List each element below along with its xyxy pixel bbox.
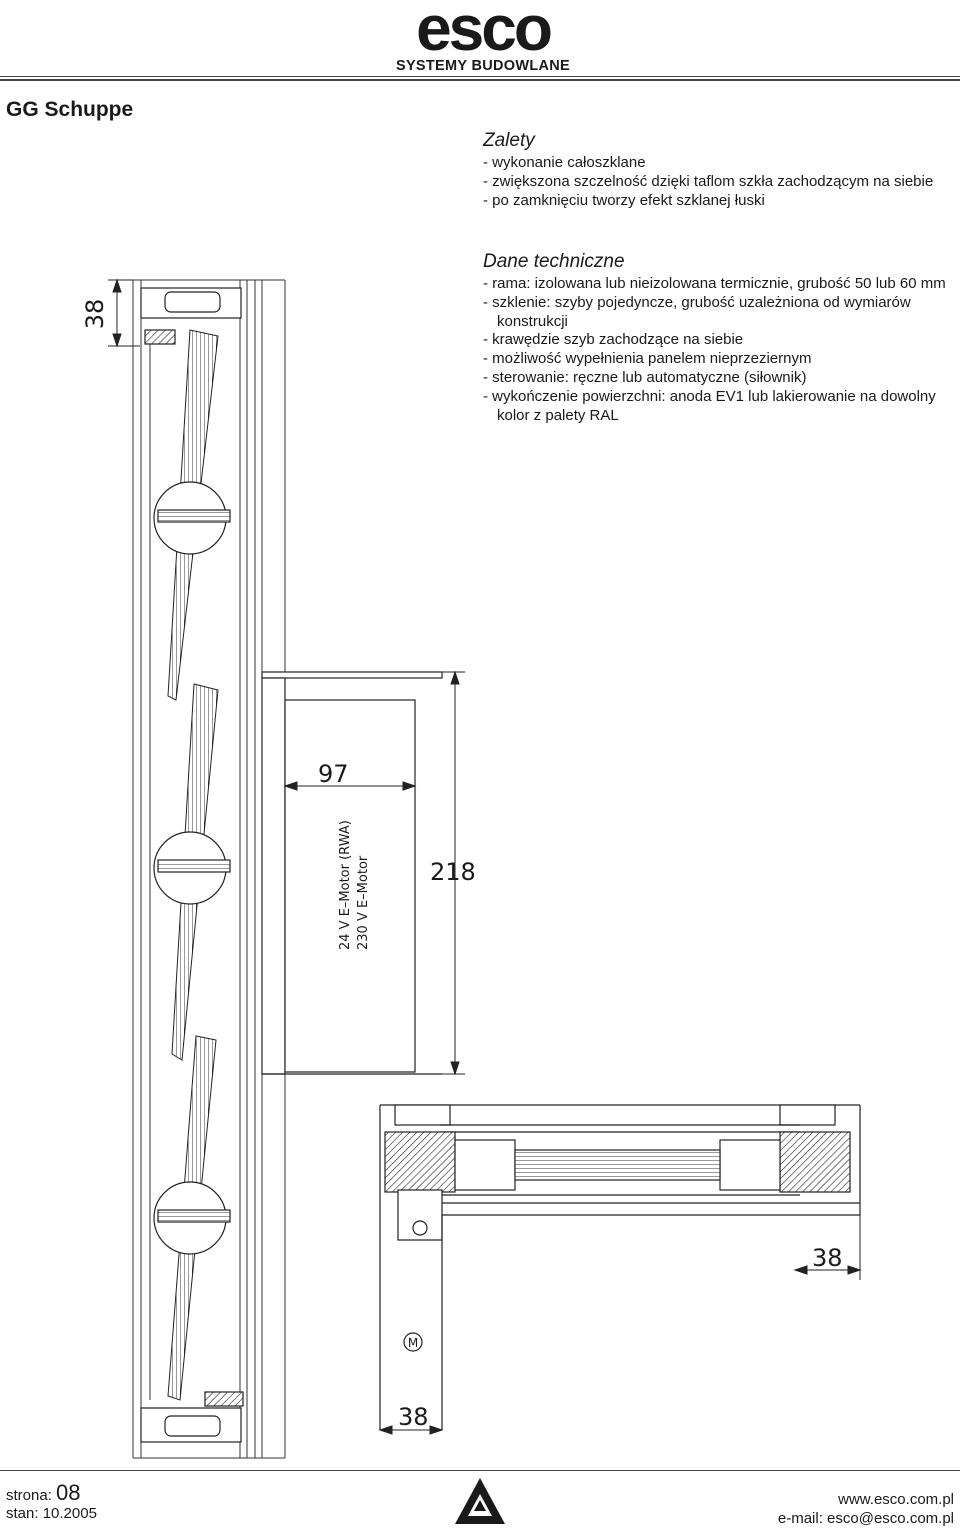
pivot-hinges — [153, 481, 231, 1255]
motor-housing — [261, 671, 443, 1075]
dim-label-motor-width: 97 — [318, 760, 349, 788]
date-value: 10.2005 — [42, 1505, 97, 1522]
motor-label-rwa: 24 V E–Motor (RWA) — [338, 820, 353, 950]
list-item: - zwiększona szczelność dzięki taflom sz… — [483, 172, 934, 190]
dimension-lines — [108, 278, 465, 1076]
technical-section: Dane techniczne - rama: izolowana lub ni… — [483, 251, 953, 425]
technical-list: - rama: izolowana lub nieizolowana termi… — [483, 275, 953, 425]
list-item: - wykonanie całoszklane — [483, 154, 646, 171]
list-item: - krawędzie szyb zachodzące na siebie — [483, 331, 744, 349]
list-item: - wykończenie powierzchni: anoda EV1 lub… — [483, 387, 936, 424]
advantages-list: - wykonanie całoszklane - zwiększona szc… — [483, 154, 953, 210]
frame-profile — [132, 279, 286, 1459]
header-rule-double — [0, 79, 960, 81]
logo-tagline: SYSTEMY BUDOWLANE — [395, 58, 570, 74]
page-title: GG Schuppe — [6, 98, 134, 121]
section-dimension-lines — [378, 1215, 862, 1435]
top-profile — [140, 287, 242, 345]
horizontal-section — [379, 1104, 861, 1430]
contact-info: www.esco.com.pl e-mail: esco@esco.com.pl — [778, 1490, 954, 1528]
bottom-profile — [140, 1391, 244, 1443]
list-item: - możliwość wypełnienia panelem nieprzez… — [483, 350, 812, 368]
page-info: strona: 08 stan: 10.2005 — [6, 1482, 97, 1523]
header-rule — [0, 76, 960, 77]
footer-rule — [0, 1470, 960, 1471]
motor-symbol: M — [408, 1336, 418, 1350]
email-link[interactable]: e-mail: esco@esco.com.pl — [777, 1510, 954, 1527]
advantages-heading: Zalety — [483, 130, 535, 151]
list-item: - sterowanie: ręczne lub automatyczne (s… — [483, 368, 807, 386]
website-link[interactable]: www.esco.com.pl — [838, 1491, 954, 1508]
advantages-section: Zalety - wykonanie całoszklane - zwiększ… — [483, 130, 953, 210]
list-item: - po zamknięciu tworzy efekt szklanej łu… — [483, 191, 765, 209]
brand-logo: esco SYSTEMY BUDOWLANE — [378, 0, 588, 74]
motor-label-230v: 230 V E–Motor — [356, 855, 371, 950]
dim-label-section-right: 38 — [812, 1244, 843, 1272]
logo-wordmark: esco — [416, 0, 553, 64]
technical-heading: Dane techniczne — [483, 251, 625, 272]
triangle-logo-icon — [455, 1478, 505, 1529]
dim-label-motor-height: 218 — [430, 858, 476, 886]
dim-label-top: 38 — [81, 299, 109, 330]
date-label: stan: — [6, 1505, 39, 1522]
page-number: 08 — [56, 1480, 81, 1505]
dim-label-section-bottom: 38 — [398, 1403, 429, 1431]
page-label: strona: — [6, 1487, 52, 1504]
list-item: - rama: izolowana lub nieizolowana termi… — [483, 275, 946, 292]
list-item: - szklenie: szyby pojedyncze, grubość uz… — [483, 293, 911, 330]
